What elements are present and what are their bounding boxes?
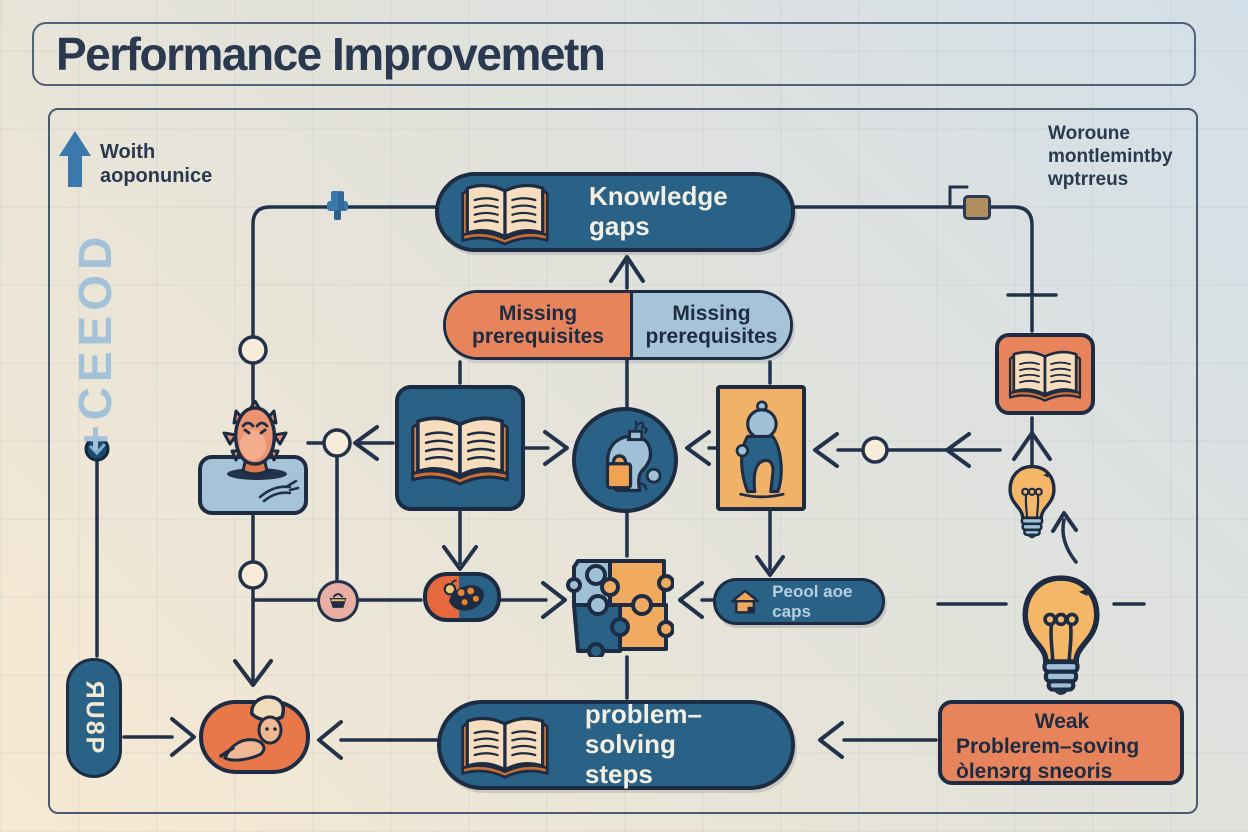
pushpin-icon <box>327 191 348 220</box>
missing-prerequisites-right: Missing prerequisites <box>630 293 790 357</box>
jigsaw-puzzle-icon <box>566 559 674 657</box>
basket-icon <box>329 593 347 608</box>
open-book-icon <box>408 410 512 486</box>
top-left-label-line1: Woith <box>100 141 156 163</box>
butterfly-creature-icon <box>443 579 484 611</box>
page-title: Performance Improvemetn <box>56 28 606 80</box>
node-creature-pill <box>423 572 501 622</box>
spiky-creature-icon <box>222 400 288 480</box>
node-book-box <box>395 385 525 511</box>
junction-circles <box>238 335 889 590</box>
node-head-puzzle-circle <box>572 407 678 513</box>
knowledge-gaps-label: Knowledge gaps <box>589 181 728 241</box>
top-right-label-line3: wptrreus <box>1048 169 1129 191</box>
top-left-label-line2: aoponunice <box>100 165 213 188</box>
left-pill-label: ЯU8P <box>80 680 109 756</box>
left-vertical-text: +CEEOD <box>69 231 121 453</box>
missing-prerequisites-left: Missing prerequisites <box>446 293 630 357</box>
problem-solving-label: problem– solving steps <box>584 699 702 789</box>
lightbulb-icon <box>1017 574 1105 706</box>
person-back-icon <box>735 400 785 499</box>
open-book-icon <box>1007 345 1083 403</box>
lightbulb-icon <box>1005 464 1059 545</box>
node-right-book-box <box>995 333 1095 415</box>
node-missing-prerequisites: Missing prerequisites Missing prerequisi… <box>443 290 793 360</box>
main-frame <box>48 108 1198 814</box>
reclining-person-icon <box>199 695 310 774</box>
node-problem-solving: problem– solving steps <box>437 699 795 790</box>
node-pink-circle <box>317 580 359 622</box>
top-left-label: Woith aoponunice <box>100 140 212 189</box>
node-people-caps-pill: Peool aoe caps <box>713 578 885 625</box>
title-box: Performance Improvemetn <box>32 22 1196 86</box>
node-weak-problem-solving: Weak Problerem–soving òlenэrg sneoris <box>938 700 1184 785</box>
connector-shafts <box>95 185 1146 742</box>
house-icon <box>731 589 759 614</box>
node-knowledge-gaps: Knowledge gaps <box>435 172 795 252</box>
top-right-label-line1: Woroune <box>1048 123 1130 144</box>
node-left-vertical-pill: ЯU8P <box>66 658 122 778</box>
dot-marker-icon <box>84 436 110 462</box>
top-right-label-line2: montlemintby <box>1048 146 1173 168</box>
feather-scribble-icon <box>258 479 300 503</box>
head-puzzle-icon <box>605 420 662 493</box>
up-arrow-icon <box>59 131 91 187</box>
people-caps-label: Peool aoe caps <box>772 581 853 621</box>
plug-connector-icon <box>963 195 991 220</box>
open-book-icon <box>457 178 553 246</box>
top-right-label: Woroune montlemintby wptrreus <box>1048 122 1173 192</box>
arrowheads <box>170 255 1078 760</box>
open-book-icon <box>459 710 551 780</box>
node-person-box <box>716 385 806 511</box>
